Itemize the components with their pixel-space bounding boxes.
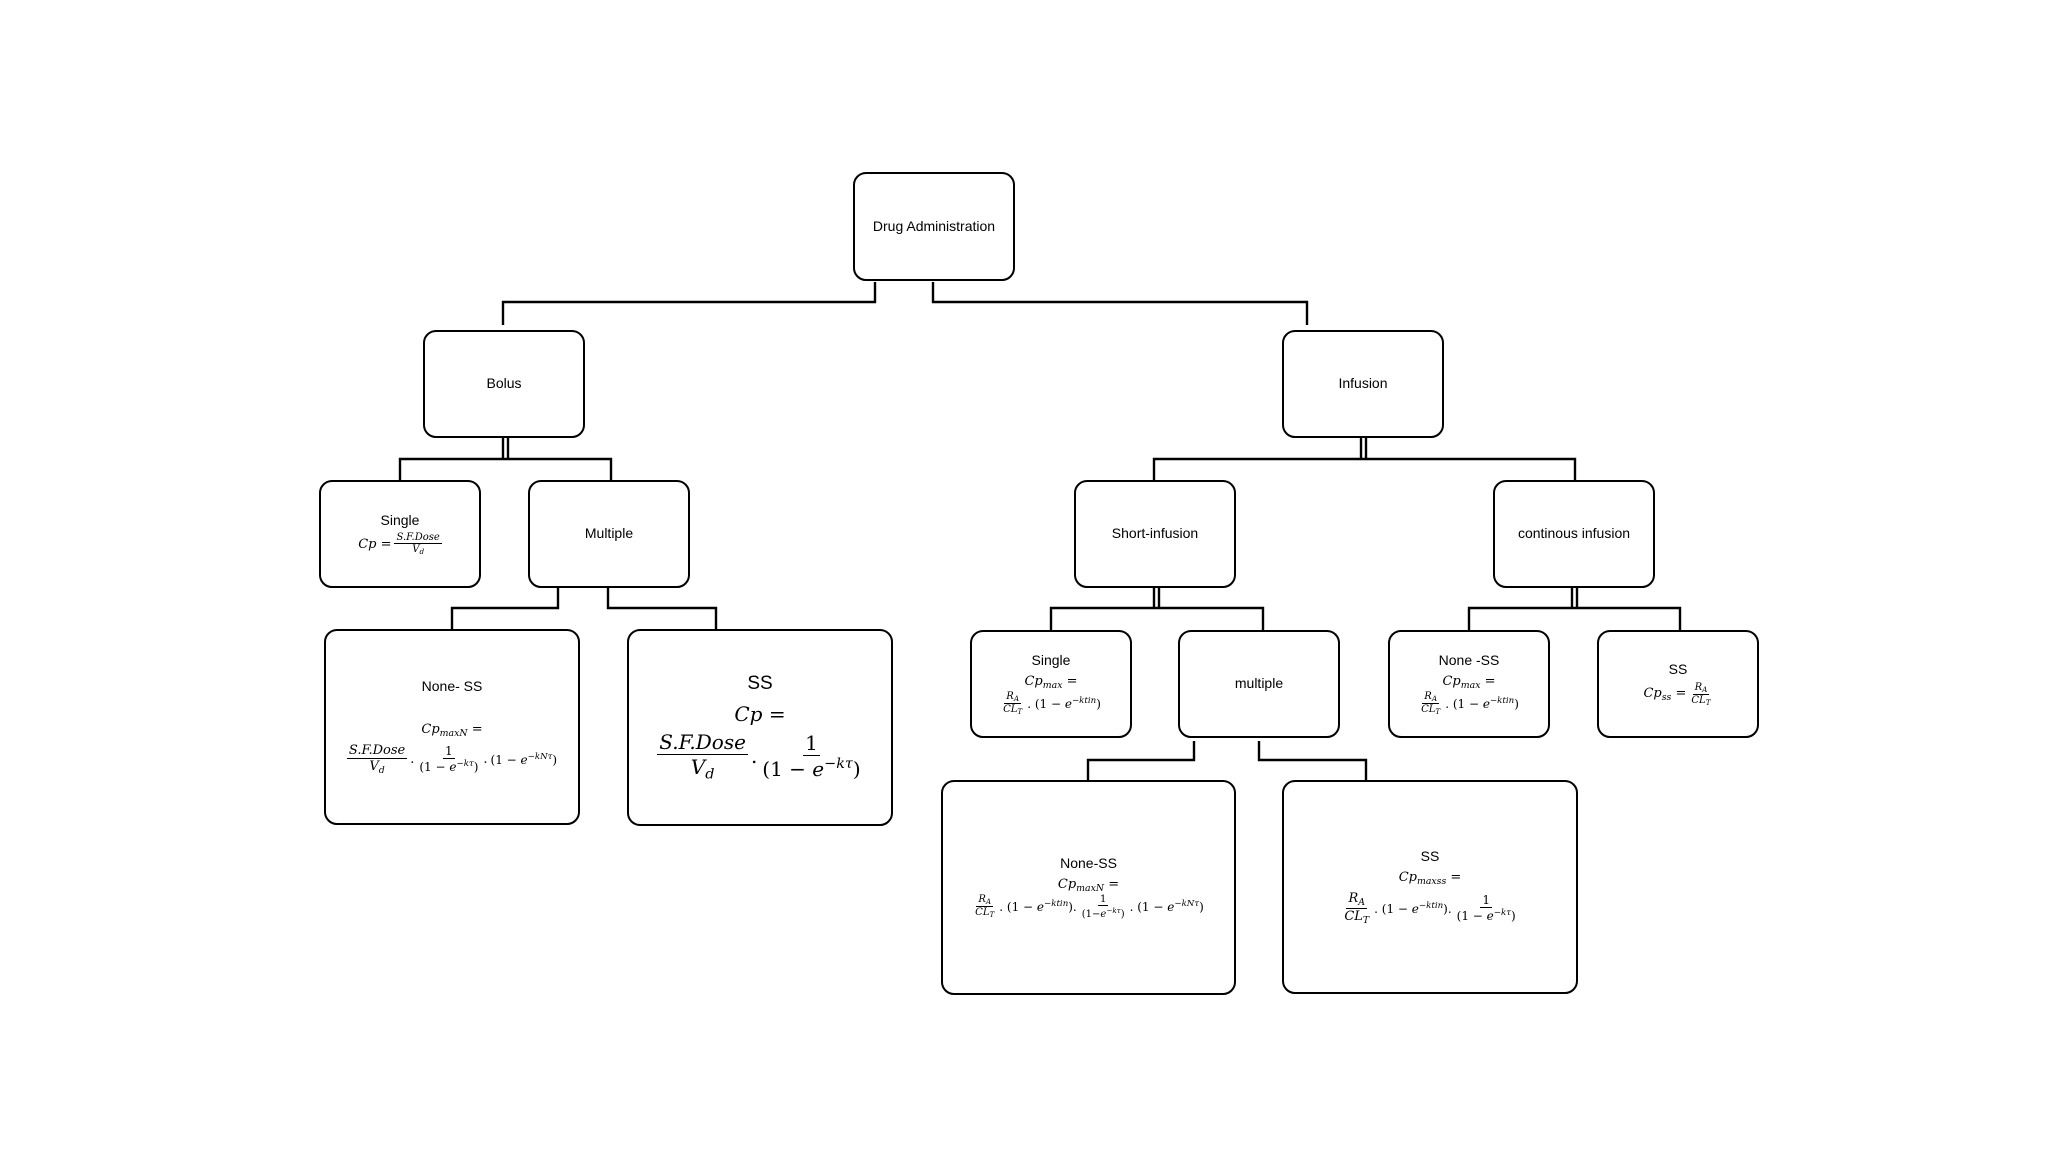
formula-lhs: CpmaxN = <box>1057 876 1120 894</box>
fraction-accum: 1 (1 − e−kτ) <box>419 744 479 775</box>
node-label: Infusion <box>1338 375 1388 392</box>
fraction-dose: S.F.Dose Vd <box>346 742 408 776</box>
fraction-rate: RA CLT <box>1421 690 1441 716</box>
connector-short-children <box>1049 606 1265 630</box>
node-label: Bolus <box>486 375 522 392</box>
node-short-multiple: multiple <box>1178 630 1340 738</box>
node-short-multiple-nonss: None-SS CpmaxN = RA CLT . (1 − e−ktin). … <box>941 780 1236 995</box>
formula: S.F.Dose Vd . 1 (1 − e−kτ) . (1 − e−kNτ) <box>346 742 558 776</box>
node-cont-nonss: None -SS Cpmax = RA CLT . (1 − e−ktin) <box>1388 630 1550 738</box>
fraction: S.F.Dose Vd <box>394 532 442 557</box>
node-short-infusion: Short-infusion <box>1074 480 1236 588</box>
node-bolus-multiple: Multiple <box>528 480 690 588</box>
node-short-multiple-ss: SS Cpmaxss = RA CLT . (1 − e−ktin). 1 (1… <box>1282 780 1578 994</box>
fraction-accum: 1 (1−e−kτ) <box>1081 893 1125 920</box>
node-label: Drug Administration <box>872 217 996 234</box>
formula: Cp = S.F.Dose Vd <box>358 532 442 556</box>
node-title: None- SS <box>421 678 483 695</box>
node-short-single: Single Cpmax = RA CLT . (1 − e−ktin) <box>970 630 1132 738</box>
node-bolus: Bolus <box>423 330 585 438</box>
fraction-accum: 1 (1 − e−kτ) <box>762 731 861 782</box>
node-infusion: Infusion <box>1282 330 1444 438</box>
connector-root-infusion <box>931 282 1309 325</box>
node-bolus-multiple-nonss: None- SS CpmaxN = S.F.Dose Vd . 1 (1 − e… <box>324 629 580 825</box>
formula-den: Vd <box>412 544 425 557</box>
node-title: SS <box>1668 660 1688 677</box>
formula-lhs: CpmaxN = <box>421 721 483 739</box>
connector-shortmult-children <box>1086 741 1196 781</box>
fraction-accum: 1 (1 − e−kτ) <box>1456 893 1516 924</box>
fraction-rate: RA CLT <box>975 894 995 920</box>
formula-num: S.F.Dose <box>394 532 442 545</box>
node-label: continous infusion <box>1517 525 1631 542</box>
fraction-rate: RA CLT <box>1691 682 1711 708</box>
formula: RA CLT . (1 − e−ktin) <box>1421 690 1519 716</box>
formula-num: S.F.Dose <box>346 742 408 759</box>
node-label: multiple <box>1234 675 1284 692</box>
formula-den: Vd <box>369 758 385 776</box>
formula: RA CLT . (1 − e−ktin) <box>1003 690 1101 716</box>
connector-bolus-children <box>398 457 613 481</box>
formula: Cpss = RA CLT <box>1643 682 1711 708</box>
node-title: None -SS <box>1438 652 1500 669</box>
fraction-rate: RA CLT <box>1003 690 1023 716</box>
formula-lhs: Cpmaxss = <box>1398 869 1462 887</box>
connector-cont-children <box>1467 606 1682 630</box>
fraction-dose: S.F.Dose Vd <box>657 730 748 783</box>
node-bolus-single: Single Cp = S.F.Dose Vd <box>319 480 481 588</box>
connector-root-bolus <box>501 282 877 325</box>
node-title: SS <box>747 673 773 695</box>
formula-num: S.F.Dose <box>657 730 748 756</box>
formula: RA CLT . (1 − e−ktin). 1 (1−e−kτ) . (1 −… <box>975 893 1204 920</box>
formula-lhs: Cp = <box>358 536 392 552</box>
connector-multiple-children <box>450 586 560 630</box>
formula-lhs: Cpmax = <box>1442 673 1496 691</box>
formula: RA CLT . (1 − e−ktin). 1 (1 − e−kτ) <box>1344 890 1516 926</box>
node-bolus-multiple-ss: SS Cp = S.F.Dose Vd . 1 (1 − e−kτ) <box>627 629 893 826</box>
formula-lhs: Cp = <box>734 702 786 727</box>
node-title: None-SS <box>1060 855 1117 872</box>
node-title: Single <box>1031 652 1071 669</box>
node-continuous-infusion: continous infusion <box>1493 480 1655 588</box>
node-label: Short-infusion <box>1111 525 1199 542</box>
node-cont-ss: SS Cpss = RA CLT <box>1597 630 1759 738</box>
connector-infusion-children <box>1152 457 1577 481</box>
formula-den: Vd <box>690 755 715 783</box>
node-title: Single <box>380 511 420 528</box>
fraction-rate: RA CLT <box>1344 890 1370 926</box>
node-drug-administration: Drug Administration <box>853 172 1015 281</box>
formula: S.F.Dose Vd . 1 (1 − e−kτ) <box>657 730 861 783</box>
node-title: SS <box>1420 848 1440 865</box>
node-label: Multiple <box>584 525 634 542</box>
formula-lhs: Cpmax = <box>1024 673 1078 691</box>
